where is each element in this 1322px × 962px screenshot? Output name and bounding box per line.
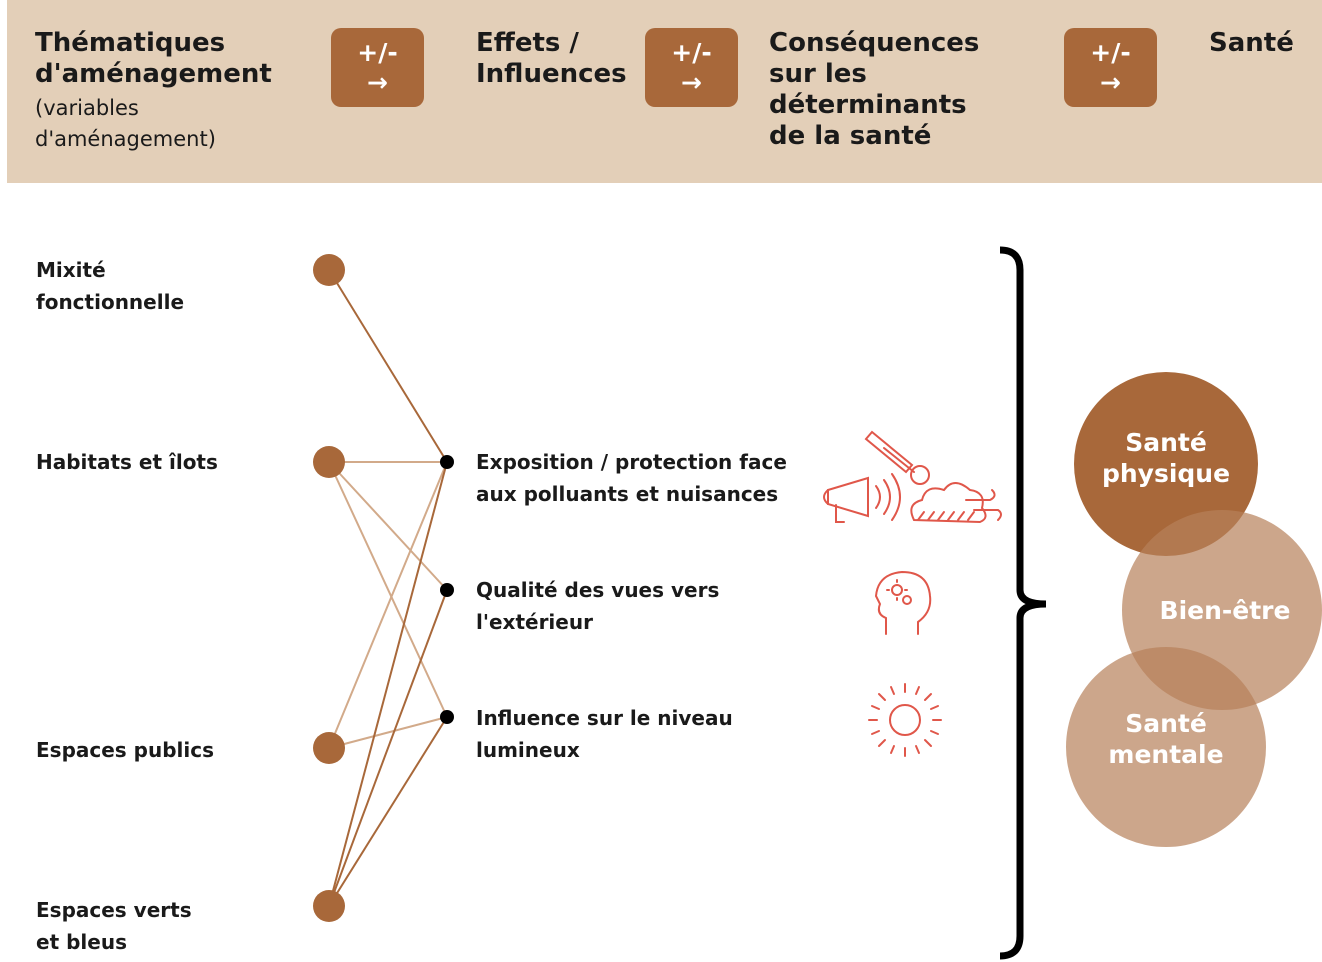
node-espaces-verts <box>313 890 345 922</box>
header-banner: Thématiques d'aménagement (variables d'a… <box>7 0 1322 183</box>
header-col4-title: Santé <box>1209 28 1294 58</box>
link-habitats-vues <box>328 461 448 591</box>
arrow-right-icon: → <box>681 67 702 97</box>
header-col2-title: Effets / Influences <box>476 28 627 89</box>
label-sante-mentale: Santé mentale <box>1108 709 1224 769</box>
header-col1-subtitle: (variables d'aménagement) <box>35 96 216 151</box>
arrow-right-icon: → <box>367 67 388 97</box>
link-verts-exposition <box>328 461 448 907</box>
variable-label-mixite: Mixité fonctionnelle <box>36 258 185 314</box>
link-mixite-exposition <box>328 269 448 463</box>
pollution-nuisance-icons <box>823 430 1002 524</box>
link-verts-vues <box>328 589 448 907</box>
thermometer-icon <box>864 430 930 485</box>
right-bracket <box>999 246 1047 960</box>
plus-minus-arrow-badge-2: +/- → <box>645 28 738 107</box>
label-bien-etre: Bien-être <box>1159 596 1291 625</box>
link-publics-lumineux <box>328 716 448 749</box>
circle-sante-physique <box>1074 372 1258 556</box>
node-habitats <box>313 446 345 478</box>
dot-lumineux <box>440 710 454 724</box>
variable-label-espaces-verts: Espaces verts et bleus <box>36 898 192 954</box>
link-publics-exposition <box>328 461 448 749</box>
link-verts-lumineux <box>328 716 448 907</box>
header-col1-title: Thématiques d'aménagement <box>35 28 272 89</box>
sun-icon <box>868 683 942 757</box>
variable-label-habitats: Habitats et îlots <box>36 450 218 474</box>
node-mixite <box>313 254 345 286</box>
effect-label-exposition: Exposition / protection face aux polluan… <box>476 450 787 506</box>
megaphone-icon <box>823 473 901 523</box>
wind-icon <box>965 489 1002 521</box>
dot-vues <box>440 583 454 597</box>
plus-minus-label: +/- <box>671 37 712 67</box>
variable-label-espaces-publics: Espaces publics <box>36 738 215 762</box>
node-espaces-publics <box>313 732 345 764</box>
plus-minus-arrow-badge-3: +/- → <box>1064 28 1157 107</box>
link-habitats-lumineux <box>328 461 448 718</box>
dot-exposition <box>440 455 454 469</box>
arrow-right-icon: → <box>1100 67 1121 97</box>
effect-label-vues: Qualité des vues vers l'extérieur <box>476 578 720 634</box>
head-gears-icon <box>874 570 932 635</box>
effect-label-lumineux: Influence sur le niveau lumineux <box>476 706 733 762</box>
plus-minus-label: +/- <box>1090 37 1131 67</box>
plus-minus-arrow-badge-1: +/- → <box>331 28 424 107</box>
plus-minus-label: +/- <box>357 37 398 67</box>
header-col3-title: Conséquences sur les déterminants de la … <box>769 28 980 151</box>
cloud-icon <box>910 482 987 524</box>
circle-sante-mentale <box>1066 647 1266 847</box>
label-sante-physique: Santé physique <box>1101 428 1231 488</box>
